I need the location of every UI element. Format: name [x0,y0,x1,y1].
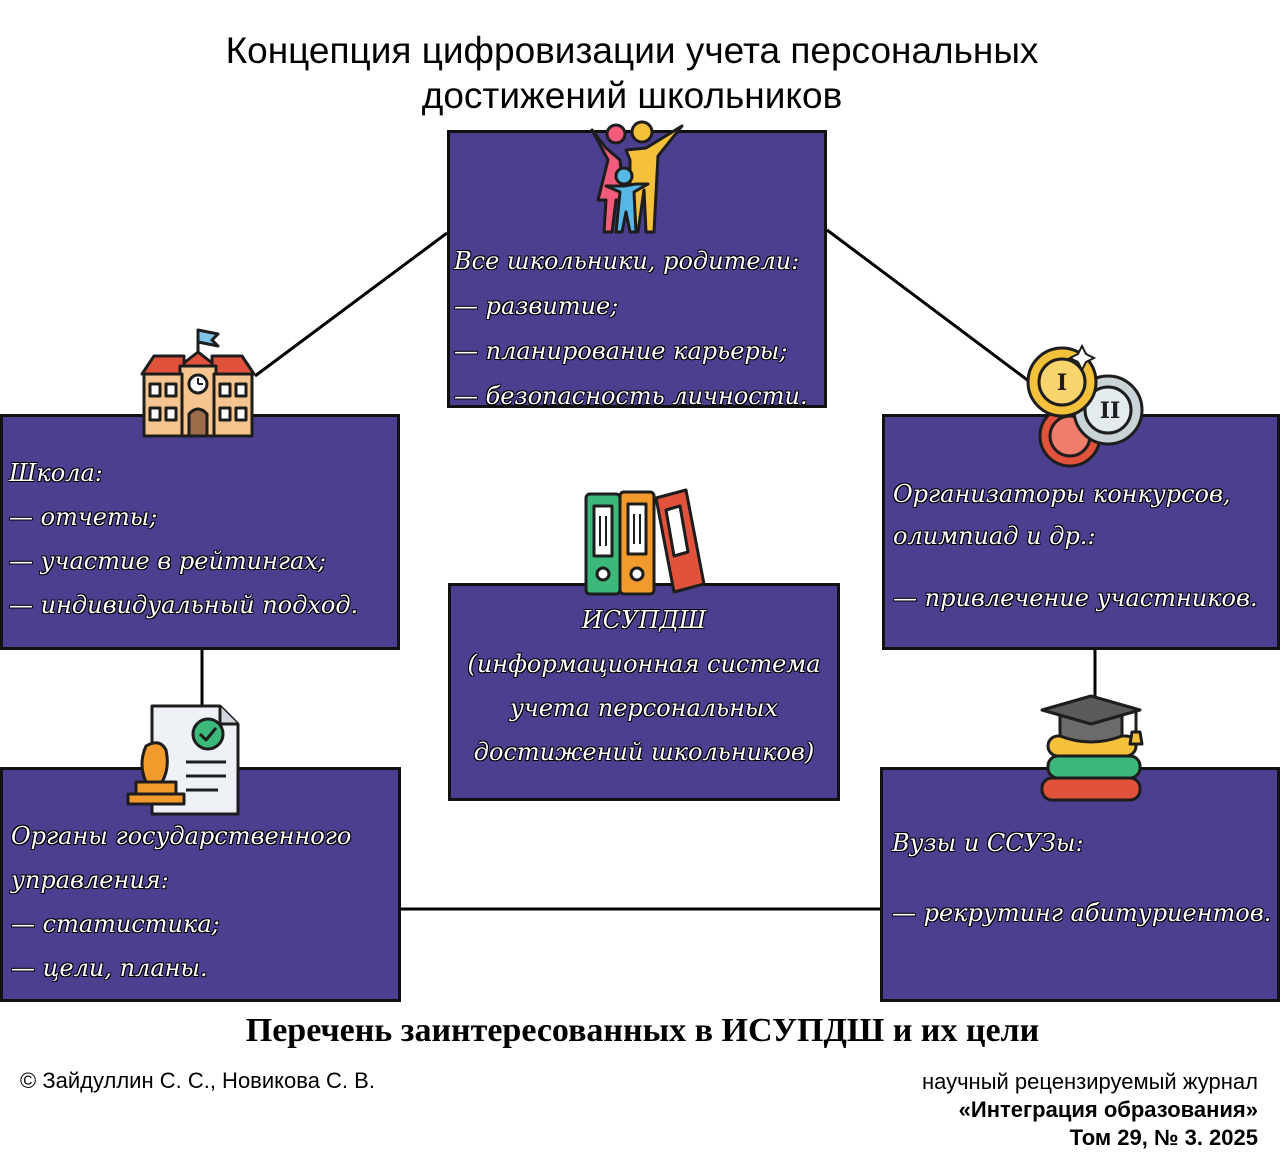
journal-type: научный рецензируемый журнал [921,1069,1258,1094]
box-text: Все школьники, родители: — развитие; — п… [454,239,808,419]
system-description: достижений школьников) [473,738,815,766]
goal-item: — отчеты; [9,503,158,531]
box-heading: Вузы и ССУЗы: [892,829,1084,857]
connector-top-left [254,231,448,378]
copyright-text: © Зайдуллин С. С., Новикова С. В. [20,1068,375,1093]
box-heading: управления: [11,866,169,894]
graduation-cap-books-icon [1040,694,1144,802]
box-heading: Все школьники, родители: [454,247,800,275]
connector-top-right [826,228,1031,384]
journal-info: научный рецензируемый журнал «Интеграция… [922,1068,1258,1152]
box-text: Органы государственного управления: — ст… [11,814,351,990]
approved-document-stamp-icon [126,704,240,816]
stakeholder-box-government: Органы государственного управления: — ст… [0,767,401,1002]
box-heading: Организаторы конкурсов, [893,480,1231,508]
medal-gold-numeral: I [1057,370,1067,396]
goal-item: — рекрутинг абитуриентов. [892,899,1272,927]
medal-silver-numeral: II [1100,398,1121,424]
journal-name: «Интеграция образования» [958,1097,1258,1122]
system-description: учета персональных [509,694,779,722]
box-heading: Органы государственного [11,822,352,850]
goal-item: — индивидуальный подход. [9,591,359,619]
school-building-icon [140,328,256,438]
medals-icon: I II [1026,344,1144,468]
box-text: Вузы и ССУЗы: — рекрутинг абитуриентов. [892,822,1271,934]
diagram-title: Концепция цифровизации учета персональны… [0,28,1264,118]
title-line-1: Концепция цифровизации учета персональны… [225,30,1039,71]
figure-caption: Перечень заинтересованных в ИСУПДШ и их … [245,1012,1040,1049]
family-icon [590,120,684,234]
central-system-box: ИСУПДШ (информационная система учета пер… [448,583,840,801]
spacer [892,864,1271,892]
binders-icon [584,488,706,596]
system-name: ИСУПДШ [581,606,707,634]
stakeholder-box-school: Школа: — отчеты; — участие в рейтингах; … [0,414,400,650]
stakeholder-box-students-parents: Все школьники, родители: — развитие; — п… [447,130,827,410]
box-heading: Школа: [9,459,103,487]
goal-item: — привлечение участников. [893,584,1258,612]
system-description: (информационная система [467,650,821,678]
box-heading: олимпиад и др.: [893,522,1096,550]
goal-item: — развитие; [454,292,619,320]
box-text: Организаторы конкурсов, олимпиад и др.: … [893,473,1258,619]
box-text: Школа: — отчеты; — участие в рейтингах; … [9,451,358,627]
goal-item: — участие в рейтингах; [9,547,326,575]
journal-issue: Том 29, № 3. 2025 [1069,1125,1258,1150]
goal-item: — планирование карьеры; [454,337,788,365]
goal-item: — безопасность личности. [454,382,808,410]
spacer [893,557,1258,577]
title-line-2: достижений школьников [421,75,843,116]
goal-item: — статистика; [11,910,220,938]
goal-item: — цели, планы. [11,954,208,982]
box-text: ИСУПДШ (информационная система учета пер… [451,598,837,774]
